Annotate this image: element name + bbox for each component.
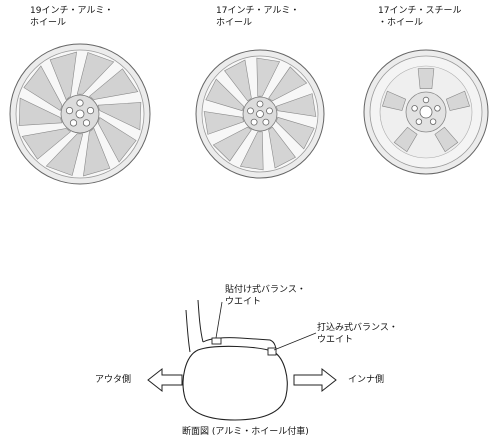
wheel-19-alloy-label: 19インチ・アルミ・ ホイール bbox=[30, 5, 113, 29]
label-line: ウエイト bbox=[225, 297, 262, 307]
wheel-spoke bbox=[88, 68, 139, 100]
wheel-spoke bbox=[203, 111, 245, 135]
inner-side-label: インナ側 bbox=[348, 375, 385, 385]
hammer-weight-label: 打込み式バランス・ ウエイト bbox=[317, 322, 398, 346]
wheel-spoke bbox=[275, 93, 317, 117]
lug-nut bbox=[434, 105, 441, 112]
wheel-spoke bbox=[97, 102, 142, 131]
wheel-spoke bbox=[76, 52, 115, 95]
body-edge-line-inner bbox=[197, 299, 204, 343]
wheel-spoke bbox=[23, 65, 63, 111]
wheel-spoke bbox=[268, 126, 296, 169]
tire-outline bbox=[182, 345, 288, 421]
body-edge-line bbox=[185, 309, 191, 353]
hammer-weight-leader bbox=[273, 332, 317, 351]
label-line: 19インチ・アルミ・ bbox=[30, 6, 114, 16]
clip-weight-mark bbox=[211, 337, 222, 345]
wheel-spoke bbox=[239, 131, 264, 171]
steel-wheel-vent bbox=[382, 90, 407, 111]
wheel-spoke bbox=[49, 51, 77, 101]
label-line: ホイール bbox=[30, 18, 67, 28]
wheel-spoke bbox=[205, 78, 245, 112]
steel-wheel-vent bbox=[417, 68, 435, 89]
steel-wheel-vent bbox=[393, 126, 418, 153]
lug-nut bbox=[422, 96, 430, 104]
lug-nut bbox=[65, 107, 74, 115]
wheel-spoke bbox=[212, 126, 252, 162]
lug-nut bbox=[82, 119, 91, 127]
section-caption: 断面図 (アルミ・ホイール付車) bbox=[182, 427, 309, 437]
wheel-spoke bbox=[83, 127, 111, 177]
label-line: ・ホイール bbox=[378, 18, 424, 28]
label-line: ホイール bbox=[216, 18, 253, 28]
steel-wheel-vent bbox=[434, 126, 459, 153]
lug-nut bbox=[266, 107, 273, 115]
clip-weight-leader bbox=[215, 301, 223, 339]
lug-nut bbox=[250, 118, 258, 126]
lug-nut bbox=[262, 118, 270, 126]
outer-arrow-icon bbox=[147, 367, 183, 393]
label-line: 貼付け式バランス・ bbox=[225, 285, 306, 295]
wheel-spoke bbox=[224, 59, 252, 102]
wheel-spoke bbox=[45, 133, 84, 176]
lug-nut bbox=[86, 107, 95, 115]
wheel-17-alloy-label: 17インチ・アルミ・ ホイール bbox=[216, 5, 299, 29]
lug-nut bbox=[76, 99, 84, 107]
lug-nut bbox=[415, 118, 423, 125]
hammer-weight-mark bbox=[267, 347, 277, 356]
wheel-spoke bbox=[18, 97, 63, 126]
outer-side-label: アウタ側 bbox=[95, 375, 132, 385]
wheel-spoke bbox=[97, 117, 137, 163]
lug-nut bbox=[256, 100, 264, 108]
wheel-spoke bbox=[275, 116, 315, 150]
lug-nut bbox=[69, 119, 78, 127]
lug-nut bbox=[429, 118, 437, 125]
lug-nut bbox=[411, 105, 418, 112]
wheel-19-alloy-image bbox=[9, 43, 151, 185]
wheel-spoke bbox=[256, 57, 281, 97]
wheel-spoke bbox=[21, 128, 72, 160]
inner-arrow-icon bbox=[293, 367, 337, 393]
wheel-17-steel-label: 17インチ・スチール ・ホイール bbox=[378, 5, 461, 29]
steel-wheel-vent bbox=[445, 90, 470, 111]
label-line: 17インチ・スチール bbox=[378, 6, 462, 16]
label-line: ウエイト bbox=[317, 335, 354, 345]
clip-weight-label: 貼付け式バランス・ ウエイト bbox=[225, 284, 306, 308]
lug-nut bbox=[247, 107, 254, 115]
wheel-spoke bbox=[268, 66, 308, 102]
label-line: 17インチ・アルミ・ bbox=[216, 6, 300, 16]
label-line: 打込み式バランス・ bbox=[317, 323, 398, 333]
wheel-17-steel-image bbox=[363, 49, 489, 175]
wheel-17-alloy-image bbox=[195, 49, 325, 179]
